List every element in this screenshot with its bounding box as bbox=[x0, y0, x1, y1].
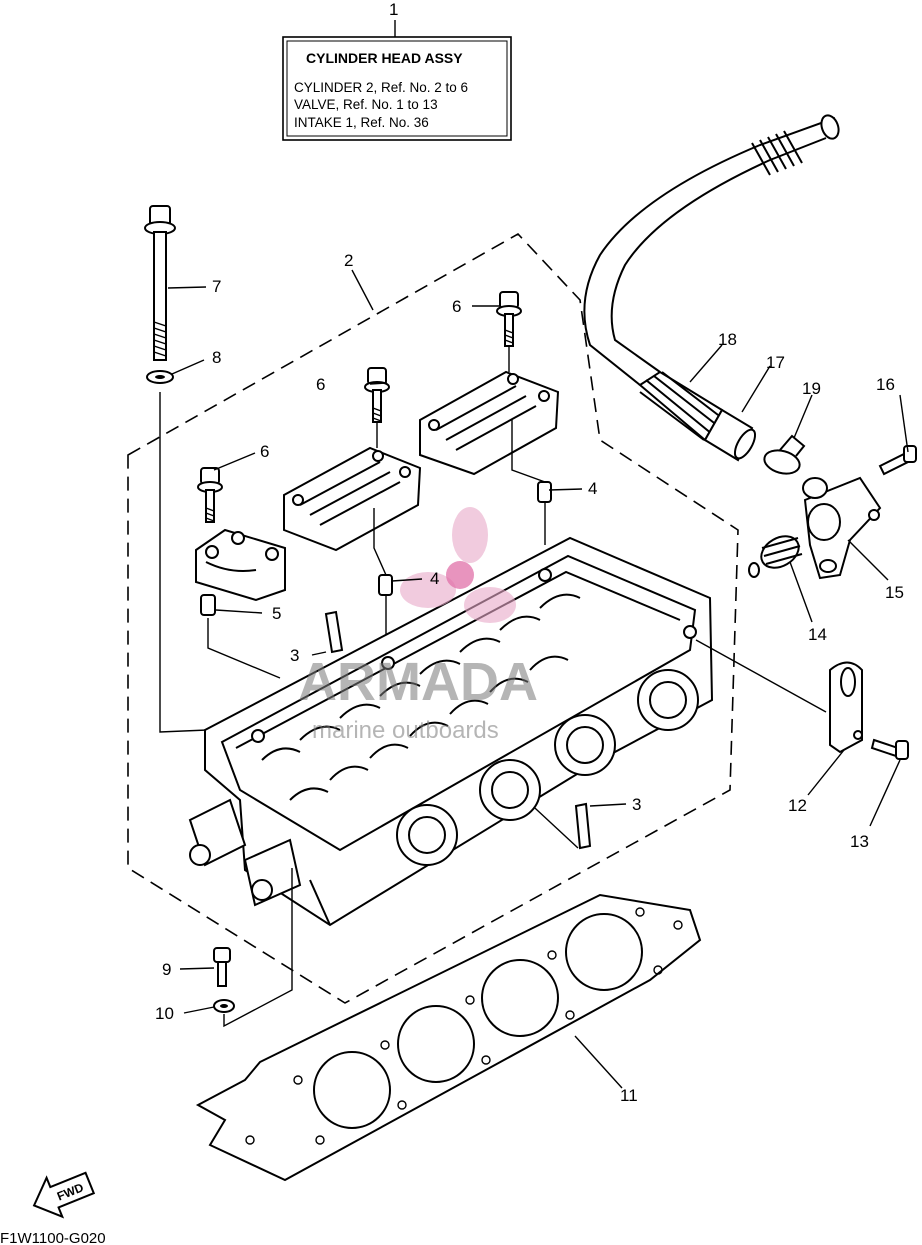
callout-1: 1 bbox=[389, 0, 398, 19]
callout-6-middle: 6 bbox=[316, 375, 325, 394]
cap-bolt-middle bbox=[364, 367, 390, 448]
callout-15: 15 bbox=[885, 583, 904, 602]
callout-4-lower: 4 bbox=[430, 569, 439, 588]
housing-bolt bbox=[878, 445, 917, 476]
callout-9: 9 bbox=[162, 960, 171, 979]
callout-6-left: 6 bbox=[260, 442, 269, 461]
bracket-bolt bbox=[870, 738, 909, 760]
dowel-pins bbox=[373, 420, 552, 640]
assembly-boundary bbox=[127, 232, 739, 1004]
callout-3-lower: 3 bbox=[632, 795, 641, 814]
watermark-tagline: marine outboards bbox=[312, 717, 499, 744]
watermark-brand: ARMADA bbox=[298, 652, 538, 712]
callout-8: 8 bbox=[212, 348, 221, 367]
callout-3-upper: 3 bbox=[290, 646, 299, 665]
callout-16: 16 bbox=[876, 375, 895, 394]
callout-5: 5 bbox=[272, 604, 281, 623]
callout-19: 19 bbox=[802, 379, 821, 398]
callout-10: 10 bbox=[155, 1004, 174, 1023]
callout-numbers: 2 3 3 4 4 5 6 6 6 7 8 9 10 11 12 13 14 1… bbox=[155, 251, 904, 1105]
callout-13: 13 bbox=[850, 832, 869, 851]
head-gasket bbox=[195, 893, 702, 1182]
hose-clamp bbox=[763, 434, 806, 475]
assembly-info-box: 1 CYLINDER HEAD ASSY CYLINDER 2, Ref. No… bbox=[282, 0, 512, 141]
assembly-line-3: INTAKE 1, Ref. No. 36 bbox=[294, 115, 429, 130]
assembly-line-1: CYLINDER 2, Ref. No. 2 to 6 bbox=[294, 80, 468, 95]
callout-4-upper: 4 bbox=[588, 479, 597, 498]
diagram-code: F1W1100-G020 bbox=[0, 1230, 106, 1245]
callout-7: 7 bbox=[212, 277, 221, 296]
cap-bolt-right bbox=[496, 291, 522, 372]
callout-12: 12 bbox=[788, 796, 807, 815]
breather-hose bbox=[583, 114, 840, 462]
camshaft-cap-middle bbox=[283, 446, 422, 552]
camshaft-cap-left bbox=[195, 528, 286, 679]
callout-18: 18 bbox=[718, 330, 737, 349]
callout-2: 2 bbox=[344, 251, 353, 270]
callout-11: 11 bbox=[620, 1086, 638, 1105]
thermostat bbox=[748, 535, 803, 578]
assembly-title: CYLINDER HEAD ASSY bbox=[306, 50, 463, 66]
callout-17: 17 bbox=[766, 353, 785, 372]
watermark: ARMADA marine outboards bbox=[298, 507, 538, 744]
callout-14: 14 bbox=[808, 625, 827, 644]
bracket bbox=[695, 639, 863, 754]
cap-bolt-left bbox=[197, 467, 223, 523]
fwd-arrow: FWD bbox=[32, 1171, 96, 1219]
camshaft-cap-right bbox=[419, 370, 560, 476]
thermostat-housing bbox=[802, 476, 882, 580]
leader-lines bbox=[167, 269, 909, 1089]
valve-guide-upper bbox=[324, 610, 344, 654]
long-bolt bbox=[144, 205, 256, 733]
cylinder-head bbox=[188, 536, 714, 927]
callout-6-right: 6 bbox=[452, 297, 461, 316]
small-bolt bbox=[213, 868, 293, 1028]
assembly-line-2: VALVE, Ref. No. 1 to 13 bbox=[294, 97, 438, 112]
